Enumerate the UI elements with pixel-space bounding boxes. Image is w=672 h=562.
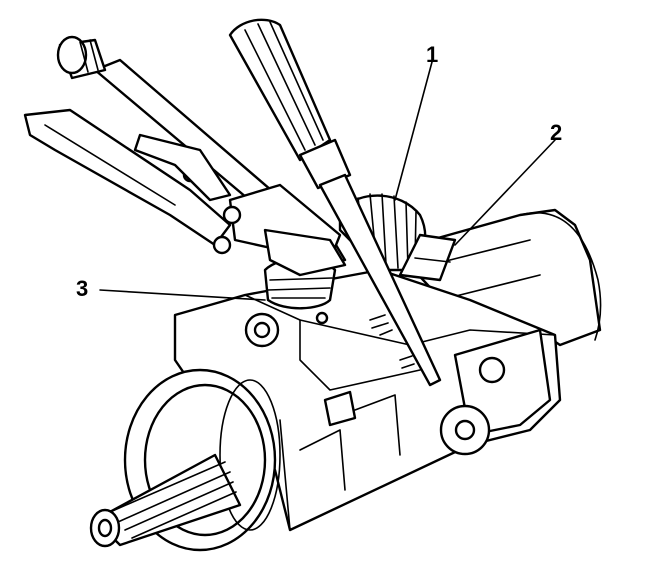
leader-lines (99, 61, 556, 301)
leader-line-3 (99, 289, 266, 301)
screwdriver (228, 18, 442, 387)
callout-2: 2 (550, 120, 562, 145)
leader-line-1 (394, 61, 433, 201)
splined-shaft (89, 453, 242, 548)
callout-3: 3 (76, 276, 88, 301)
callout-labels: 1 2 3 (76, 42, 562, 301)
leader-line-2 (454, 139, 556, 246)
pivot-bolt (439, 356, 506, 456)
callout-1: 1 (426, 42, 438, 67)
locking-pliers (23, 35, 347, 277)
bracket-slot (398, 233, 457, 282)
